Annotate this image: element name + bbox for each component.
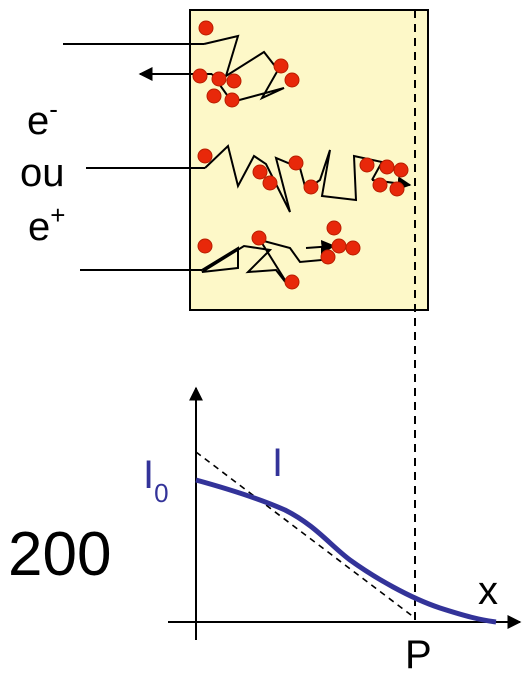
partial-number-text: 200	[8, 520, 111, 589]
atom	[207, 89, 221, 103]
atom	[346, 241, 360, 255]
atom	[263, 176, 277, 190]
electron-label: e-	[27, 94, 58, 143]
intensity-label: I	[272, 441, 283, 485]
intensity-curve	[196, 480, 496, 622]
atom	[380, 160, 394, 174]
atom	[227, 74, 241, 88]
positron-label: e+	[28, 200, 65, 249]
atom	[225, 93, 239, 107]
x-axis-label: x	[478, 569, 498, 613]
atom	[327, 221, 341, 235]
or-label: ou	[20, 151, 65, 195]
atom	[332, 239, 346, 253]
atom	[390, 182, 404, 196]
atom	[321, 250, 335, 264]
atom	[360, 158, 374, 172]
atom	[198, 149, 212, 163]
atom	[304, 180, 318, 194]
atom	[394, 163, 408, 177]
atom	[289, 156, 303, 170]
atom	[193, 69, 207, 83]
i0-label: I0	[143, 453, 169, 508]
atom	[253, 165, 267, 179]
atom	[274, 59, 288, 73]
material-slab	[190, 10, 428, 310]
atom	[373, 178, 387, 192]
atom	[285, 275, 299, 289]
p-label: P	[405, 633, 432, 677]
atom	[199, 21, 213, 35]
tangent-dashed-line	[196, 452, 415, 618]
atom	[252, 231, 266, 245]
atom	[212, 72, 226, 86]
atom	[198, 239, 212, 253]
atom	[285, 73, 299, 87]
